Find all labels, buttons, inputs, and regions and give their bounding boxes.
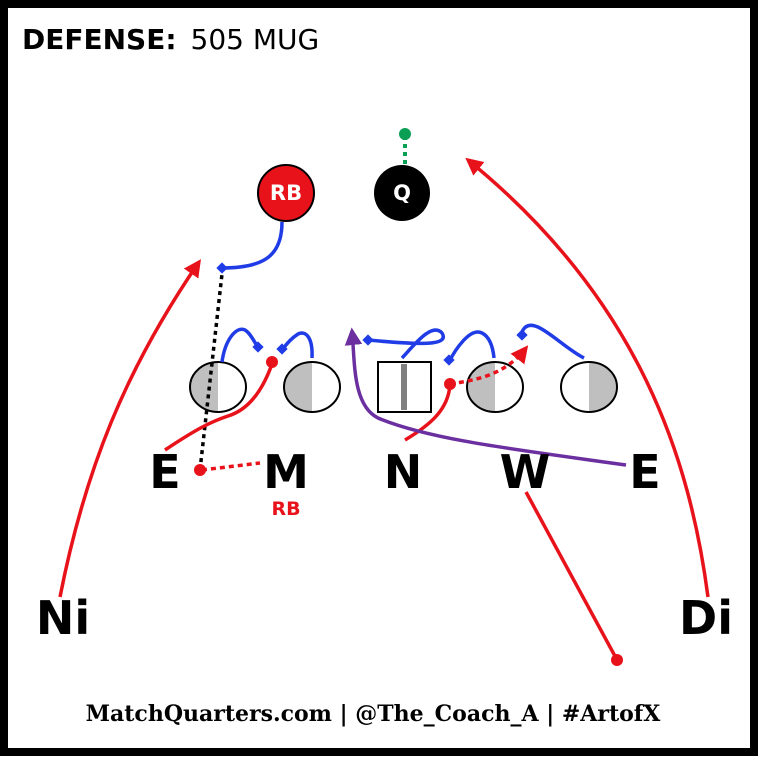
qb-label: Q xyxy=(393,181,411,205)
center xyxy=(377,361,432,413)
protection-markers xyxy=(216,262,528,366)
end-drop-line xyxy=(198,273,224,471)
nose-stunt xyxy=(404,384,452,442)
lg-block xyxy=(281,331,314,359)
rg-block xyxy=(447,330,496,363)
will-rush xyxy=(524,491,618,659)
end-left-rush xyxy=(164,363,274,452)
mike-assignment-label: RB xyxy=(271,498,300,520)
lt-block xyxy=(220,327,259,363)
rb-protect-route xyxy=(221,221,284,270)
title-prefix: DEFENSE: xyxy=(22,23,177,56)
mike-rb-read xyxy=(201,461,261,472)
end-right-route xyxy=(344,327,627,467)
defender-nickel: Ni xyxy=(36,591,90,645)
defender-dime: Di xyxy=(679,591,733,645)
rb-circle xyxy=(257,164,315,222)
center-block xyxy=(367,328,446,360)
rush-dots xyxy=(194,356,623,666)
defender-end-right: E xyxy=(629,445,660,499)
rush-routes xyxy=(58,157,710,659)
right-tackle xyxy=(560,361,618,413)
title-name: 505 MUG xyxy=(191,23,320,56)
defender-will: W xyxy=(500,445,551,499)
nickel-blitz xyxy=(58,259,201,598)
dime-blitz xyxy=(465,157,710,598)
offensive-line xyxy=(189,361,618,413)
qb-circle xyxy=(374,165,430,221)
defender-end-left: E xyxy=(149,445,180,499)
page-title: DEFENSE: 505 MUG xyxy=(22,23,319,56)
football-marker xyxy=(399,128,411,140)
defender-mike: M xyxy=(263,445,309,499)
rb-label: RB xyxy=(270,181,302,205)
left-guard xyxy=(283,361,341,413)
defender-nose: N xyxy=(384,445,423,499)
footer-credit: MatchQuarters.com | @The_Coach_A | #Arto… xyxy=(86,701,662,727)
